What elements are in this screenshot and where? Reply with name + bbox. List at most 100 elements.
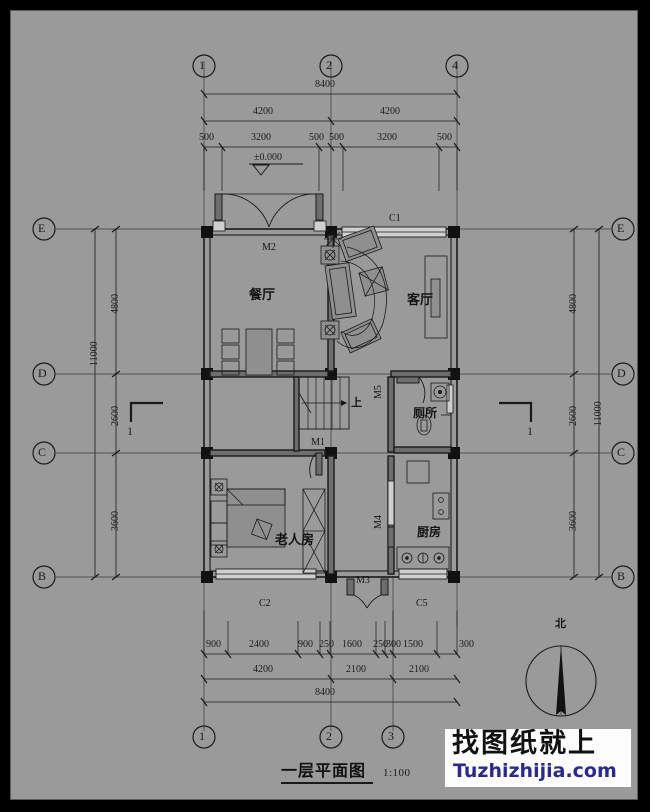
window-tag-C2: C2 [259,598,271,609]
grid-label-right-D: D [617,366,626,380]
dim-top-detail-2: 3200 [251,132,271,143]
grid-bubbles [32,54,635,749]
grid-lines [56,61,611,731]
dim-left-bay-3: 3600 [110,511,121,531]
left-dimension-chain [90,225,121,581]
fixtures-kitchen [396,460,450,570]
room-label-toilet: 厕所 [413,406,438,420]
dim-bot-bay-3: 2100 [409,664,429,675]
dim-bot-detail-6: 250 [373,639,388,650]
section-marker-label-left: 1 [127,424,133,438]
grid-label-right-C: C [617,445,626,459]
grid-bubble-right-C [611,441,635,465]
dim-top-detail-6: 500 [437,132,452,143]
door-M2 [212,193,327,232]
dim-top-bay-1: 4200 [253,106,273,117]
window-kitchen-side [387,480,395,526]
dim-left-overall: 11000 [89,341,100,366]
door-tag-M2: M2 [262,242,276,253]
grid-label-bottom-2: 2 [326,729,332,743]
grid-label-top-1: 1 [199,58,205,72]
dim-right-overall: 11000 [593,401,604,426]
door-M1 [309,452,323,479]
grid-bubble-bottom-2 [319,725,343,749]
door-M4 [387,526,395,548]
grid-bubble-bottom-1 [192,725,216,749]
elevation-marker [249,163,303,176]
grid-label-right-B: B [617,569,626,583]
door-tag-M3: M3 [356,575,370,586]
door-M5 [396,376,426,404]
dim-bot-detail-9: 300 [459,639,474,650]
north-arrow-label: 北 [555,617,566,630]
grid-label-top-4: 4 [452,58,458,72]
grid-bubble-top-4 [445,54,469,78]
door-tag-M4: M4 [373,515,384,529]
grid-label-left-D: D [38,366,47,380]
dim-bot-detail-5: 1600 [342,639,362,650]
dim-bot-detail-1: 900 [206,639,221,650]
grid-label-right-E: E [617,221,625,235]
stair [298,376,350,430]
window-toilet [446,384,454,414]
dim-top-detail-1: 500 [199,132,214,143]
stair-direction-label: 上 [351,396,362,409]
north-arrow [525,645,597,717]
window-C5 [398,568,448,580]
dim-top-overall: 8400 [315,79,335,90]
furniture-bedroom [210,478,326,574]
window-C2 [215,568,317,580]
grid-label-bottom-1: 1 [199,729,205,743]
dim-top-detail-3: 500 [309,132,324,143]
right-dimension-chain [569,225,604,581]
dim-top-detail-4: 500 [329,132,344,143]
door-M3 [346,578,389,609]
watermark-cn-text: 找图纸就上 [452,729,597,759]
room-label-elderly: 老人房 [275,533,315,548]
watermark-logo: 找图纸就上 Tuzhizhijia.com [445,729,631,787]
dim-bot-detail-7: 300 [386,639,401,650]
dim-bot-detail-3: 900 [298,639,313,650]
dim-bot-bay-2: 2100 [346,664,366,675]
window-tag-C1: C1 [389,213,401,224]
grid-bubble-left-D [32,362,56,386]
grid-bubble-left-B [32,565,56,589]
window-tag-C5: C5 [416,598,428,609]
grid-bubble-left-E [32,217,56,241]
elevation-marker-label: ±0.000 [254,152,282,163]
furniture-living [320,225,448,354]
section-marker-left [129,401,163,422]
dim-top-bay-2: 4200 [380,106,400,117]
grid-bubble-top-2 [319,54,343,78]
grid-label-left-E: E [38,221,46,235]
section-marker-label-right: 1 [527,424,533,438]
dim-bot-overall: 8400 [315,687,335,698]
dim-left-bay-2: 2600 [110,406,121,426]
drawing-scale: 1:100 [383,767,411,779]
grid-bubble-left-C [32,441,56,465]
grid-bubble-top-1 [192,54,216,78]
grid-label-left-B: B [38,569,47,583]
grid-bubble-right-E [611,217,635,241]
door-tag-M1: M1 [311,437,325,448]
dim-bot-detail-8: 1500 [403,639,423,650]
drawing-sheet: 1 2 4 1 2 3 E D C B E D C B 8400 4200 42… [10,10,638,800]
dim-left-bay-1: 4800 [110,294,121,314]
room-label-dining: 餐厅 [249,288,276,303]
fixtures-toilet [416,382,451,436]
dim-top-detail-5: 3200 [377,132,397,143]
bottom-dimension-chain [200,611,461,707]
watermark-en-text: Tuzhizhijia.com [453,760,617,782]
grid-bubble-bottom-3 [381,725,405,749]
room-label-living: 客厅 [407,293,434,308]
dim-bot-bay-1: 4200 [253,664,273,675]
dim-bot-detail-2: 2400 [249,639,269,650]
dim-right-bay-1: 4800 [568,294,579,314]
page-title: 一层平面图 [281,761,367,780]
grid-label-top-2: 2 [326,58,332,72]
top-dimension-chain [200,89,461,191]
dim-right-bay-2: 2600 [568,406,579,426]
door-tag-M5: M5 [373,385,384,399]
grid-bubble-right-B [611,565,635,589]
floor-plan-drawing [32,54,635,784]
